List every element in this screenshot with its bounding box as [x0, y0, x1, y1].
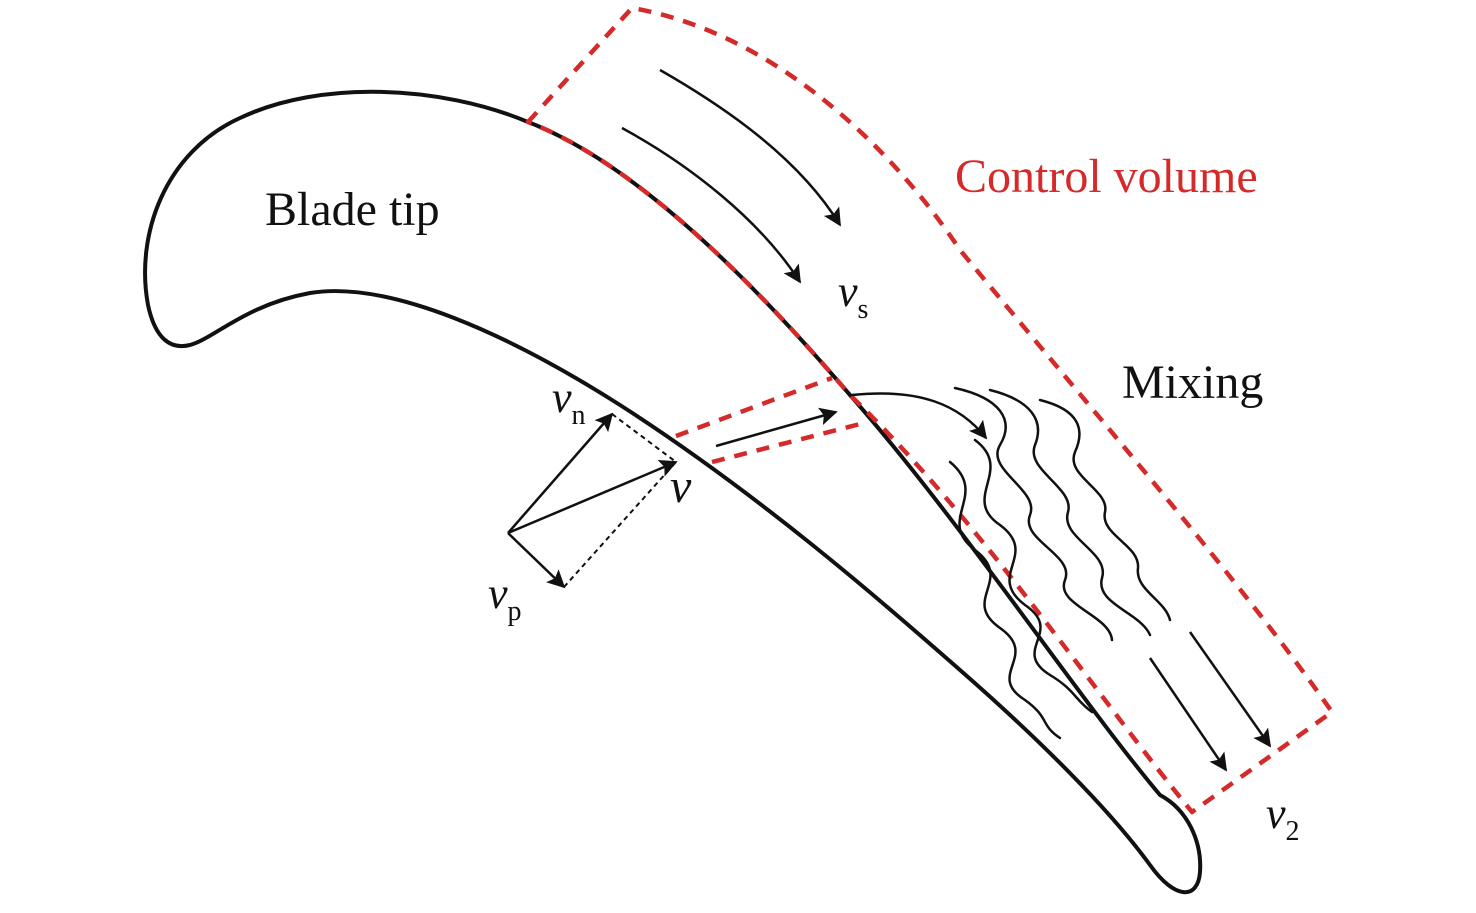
control-volume-label: Control volume	[955, 150, 1258, 203]
symbol-v-2: v2	[1266, 789, 1300, 847]
mixing-wave-5	[1038, 398, 1172, 622]
blade-profile-outline	[143, 89, 1203, 895]
suction-flow-arrow-inner	[621, 126, 802, 284]
leakage-channel-upper-edge	[675, 375, 833, 439]
mixing-wake-lines	[948, 386, 1172, 740]
velocity-vector-v	[507, 460, 678, 535]
blade-tip-label: Blade tip	[265, 183, 440, 236]
leakage-channel-lower-edge	[711, 419, 869, 465]
mixing-label: Mixing	[1122, 356, 1263, 409]
symbol-v-s: vs	[838, 267, 868, 325]
velocity-component-vp	[507, 532, 566, 589]
velocity-component-vn	[507, 412, 614, 534]
symbol-v-n: vn	[552, 373, 586, 431]
parallelogram-guide-top	[611, 413, 677, 463]
symbol-v: v	[670, 460, 692, 513]
control-volume-outline	[525, 5, 1335, 815]
leakage-jet-arrow	[715, 407, 838, 448]
parallelogram-guide-right	[563, 461, 677, 588]
downstream-arrow-left	[1148, 657, 1228, 772]
mixing-wave-2	[973, 438, 1094, 714]
mixing-wave-1	[948, 460, 1062, 740]
symbol-v-p: vp	[488, 569, 522, 627]
suction-flow-arrow-outer	[659, 68, 842, 227]
jet-into-mixing-arrow	[851, 392, 988, 440]
downstream-arrow-right	[1188, 631, 1272, 748]
mixing-wave-4	[988, 388, 1152, 637]
mixing-wave-3	[953, 386, 1114, 642]
